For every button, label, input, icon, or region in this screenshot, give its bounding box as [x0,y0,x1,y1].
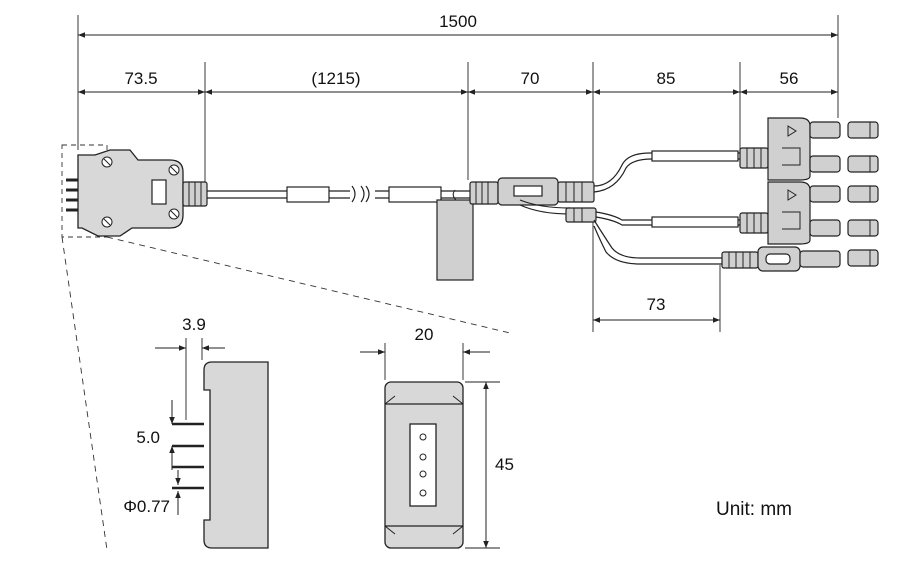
dim-seg5-label: 56 [780,69,799,88]
dim-probe: 73 [593,295,720,323]
branch-cables [593,150,740,265]
unit-label: Unit: mm [716,499,792,520]
loose-caps [847,121,879,267]
dim-connector-width-label: 20 [415,325,434,344]
dim-pin-offset-label: 3.9 [182,315,206,334]
detail-side-view: 3.9 5.0 Φ0.77 [123,315,269,549]
dim-connector-height-label: 45 [495,455,514,474]
extension-lines [77,15,839,332]
dim-total-label: 1500 [439,12,477,31]
dim-pin-spacing-label: 5.0 [136,428,160,447]
dim-probe-label: 73 [647,295,666,314]
dim-row-segments: 73.5 (1215) 70 85 56 [78,69,838,95]
dim-total: 1500 [78,12,838,38]
main-cable [207,185,474,281]
dim-seg1-label: 73.5 [124,69,157,88]
main-connector [61,144,208,238]
detail-leaders [61,236,511,551]
dim-pin-diameter-label: Φ0.77 [123,497,170,516]
detail-front-view: 20 45 [360,325,514,549]
splitter-hub [469,177,597,223]
dim-seg3-label: 70 [521,69,540,88]
dim-seg2-label: (1215) [311,69,360,88]
dim-seg4-label: 85 [657,69,676,88]
upper-plug [739,117,841,181]
middle-plug [739,181,841,245]
probe-plug [721,246,841,272]
